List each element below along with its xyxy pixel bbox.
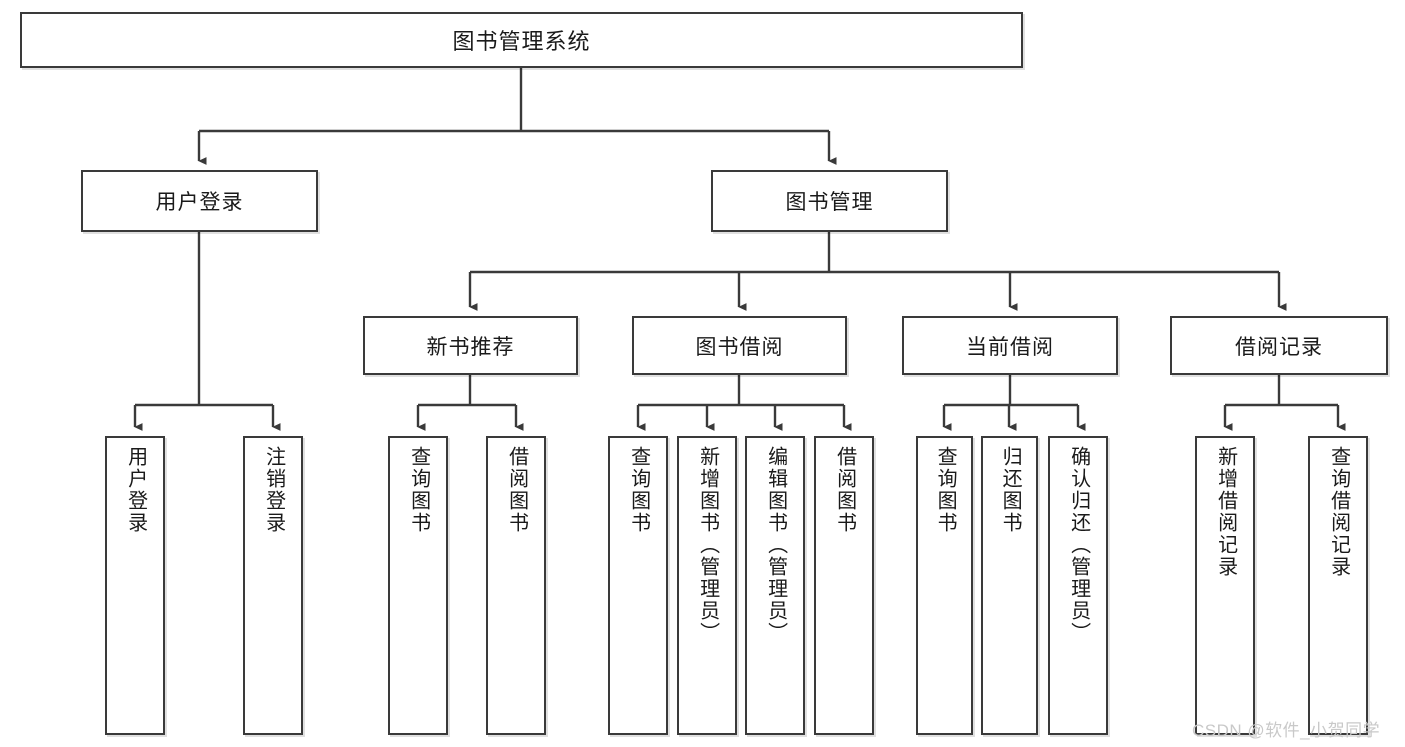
- node-leaf-return-book-label: 归还图书: [999, 446, 1022, 534]
- node-root-system[interactable]: 图书管理系统: [20, 12, 1023, 68]
- node-current-borrow[interactable]: 当前借阅: [902, 316, 1118, 375]
- node-leaf-borrow-book-label: 借阅图书: [833, 446, 856, 534]
- node-user-login[interactable]: 用户登录: [81, 170, 318, 232]
- node-user-login-label: 用户登录: [155, 191, 244, 214]
- node-leaf-user-login-label: 用户登录: [124, 446, 147, 534]
- node-leaf-return-book[interactable]: 归还图书: [981, 436, 1038, 735]
- node-leaf-borrow-book-rec[interactable]: 借阅图书: [486, 436, 546, 735]
- node-leaf-add-borrow-record-label: 新增借阅记录: [1214, 446, 1237, 578]
- node-new-book-rec[interactable]: 新书推荐: [363, 316, 578, 375]
- node-leaf-query-book-rec[interactable]: 查询图书: [388, 436, 448, 735]
- node-leaf-edit-book[interactable]: 编辑图书（管理员）: [745, 436, 805, 735]
- node-leaf-add-book-label: 新增图书（管理员）: [696, 446, 719, 644]
- node-leaf-add-borrow-record[interactable]: 新增借阅记录: [1195, 436, 1255, 735]
- node-borrow-record[interactable]: 借阅记录: [1170, 316, 1388, 375]
- node-leaf-query-book-cur[interactable]: 查询图书: [916, 436, 973, 735]
- csdn-watermark: CSDN @软件_小贺同学: [1192, 721, 1381, 740]
- node-leaf-confirm-return[interactable]: 确认归还（管理员）: [1048, 436, 1108, 735]
- node-book-manage-label: 图书管理: [785, 191, 874, 214]
- node-leaf-add-book[interactable]: 新增图书（管理员）: [677, 436, 737, 735]
- node-root-system-label: 图书管理系统: [452, 29, 591, 54]
- node-leaf-borrow-book[interactable]: 借阅图书: [814, 436, 874, 735]
- node-leaf-user-login[interactable]: 用户登录: [105, 436, 165, 735]
- node-leaf-query-book-borrow[interactable]: 查询图书: [608, 436, 668, 735]
- node-borrow-record-label: 借阅记录: [1235, 335, 1323, 359]
- node-leaf-user-logout[interactable]: 注销登录: [243, 436, 303, 735]
- node-leaf-user-logout-label: 注销登录: [262, 446, 285, 534]
- node-leaf-query-book-cur-label: 查询图书: [934, 446, 957, 534]
- node-leaf-borrow-book-rec-label: 借阅图书: [505, 446, 528, 534]
- node-leaf-query-borrow-record[interactable]: 查询借阅记录: [1308, 436, 1368, 735]
- node-new-book-rec-label: 新书推荐: [426, 335, 515, 359]
- node-leaf-edit-book-label: 编辑图书（管理员）: [764, 446, 787, 644]
- node-book-borrow[interactable]: 图书借阅: [632, 316, 847, 375]
- node-leaf-query-book-borrow-label: 查询图书: [627, 446, 650, 534]
- node-current-borrow-label: 当前借阅: [966, 335, 1054, 359]
- node-leaf-query-book-rec-label: 查询图书: [407, 446, 430, 534]
- node-book-manage[interactable]: 图书管理: [711, 170, 948, 232]
- node-book-borrow-label: 图书借阅: [695, 335, 784, 359]
- node-leaf-confirm-return-label: 确认归还（管理员）: [1067, 446, 1090, 644]
- node-leaf-query-borrow-record-label: 查询借阅记录: [1327, 446, 1350, 578]
